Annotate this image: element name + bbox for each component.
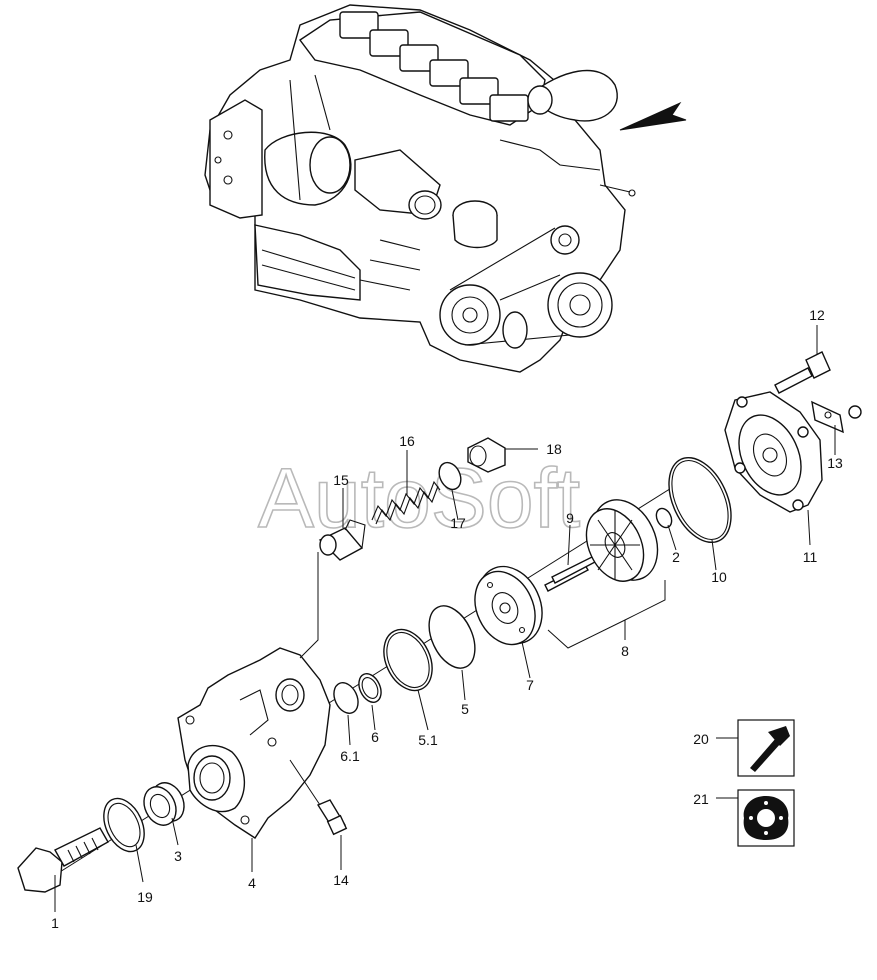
- leader-lines: [54, 325, 836, 912]
- part-14-pressure-sensor: [289, 759, 348, 836]
- gasket-icon: [737, 789, 795, 847]
- hammer-icon: [737, 719, 795, 777]
- part-2-snap-ring: [655, 507, 673, 529]
- part-9-dowel-pins: [544, 556, 596, 592]
- engine-assembly-drawing: [204, 4, 636, 373]
- callout-3: 3: [174, 848, 182, 864]
- callout-11: 11: [803, 549, 818, 565]
- callout-6: 6: [371, 729, 379, 745]
- callout-6-1: 6.1: [340, 748, 360, 764]
- part-16-spring: [371, 480, 441, 525]
- callout-17: 17: [450, 515, 466, 531]
- callout-18: 18: [546, 441, 562, 457]
- callout-8: 8: [621, 643, 629, 659]
- callout-21: 21: [693, 791, 709, 807]
- part-7-cam-plate: [474, 565, 543, 646]
- callout-5: 5: [461, 701, 469, 717]
- callout-12: 12: [809, 307, 825, 323]
- callout-20: 20: [693, 731, 709, 747]
- callout-1: 1: [51, 915, 59, 931]
- part-15-valve-fitting: [318, 519, 366, 561]
- part-12-bolt: [774, 351, 831, 394]
- callout-14: 14: [333, 872, 349, 888]
- part-17-o-ring: [438, 461, 462, 491]
- callout-9: 9: [566, 510, 574, 526]
- callout-labels: 1 2 3 4 5 5.1 6 6.1 7 8 9 10 11 12 13 14…: [51, 307, 843, 931]
- callout-7: 7: [526, 677, 534, 693]
- part-1-drive-shaft: [17, 827, 109, 893]
- part-4-pump-housing: [177, 647, 331, 839]
- location-arrow-icon: [619, 101, 687, 131]
- part-3-bearing: [143, 782, 185, 826]
- part-11-end-cover: [724, 391, 823, 513]
- watermark-text: AutoSoft: [258, 451, 580, 545]
- callout-19: 19: [137, 889, 153, 905]
- part-13-bracket: [811, 400, 862, 434]
- callout-16: 16: [399, 433, 415, 449]
- part-6-1-o-ring: [333, 682, 359, 714]
- part-18-screw-plug: [467, 437, 506, 473]
- callout-15: 15: [333, 472, 349, 488]
- part-19-seal-ring: [103, 797, 145, 853]
- part-5-seal-ring: [428, 605, 476, 669]
- part-5-1-seal-ring: [383, 628, 433, 692]
- callout-4: 4: [248, 875, 256, 891]
- callout-2: 2: [672, 549, 680, 565]
- callout-5-1: 5.1: [418, 732, 438, 748]
- part-6-o-ring: [358, 673, 382, 703]
- callout-13: 13: [827, 455, 843, 471]
- callout-10: 10: [711, 569, 727, 585]
- part-8-rotor-vane-set: [585, 499, 659, 582]
